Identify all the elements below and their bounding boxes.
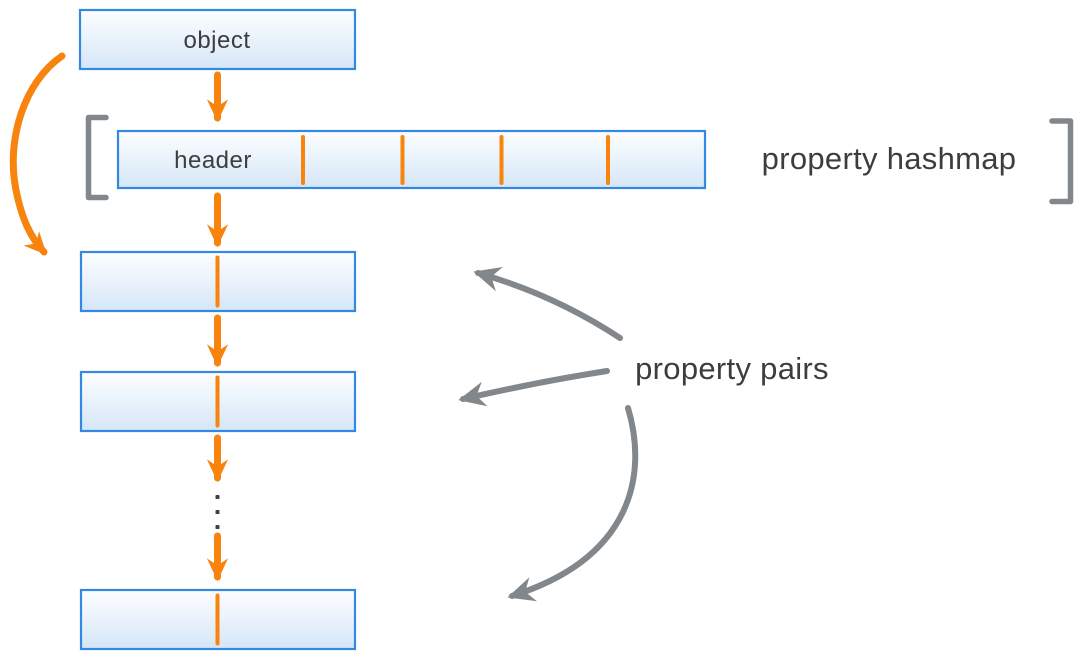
- ellipsis-dot: [215, 510, 220, 514]
- hashmap-bracket-left: [85, 114, 109, 201]
- hashmap-header-label: header: [174, 147, 252, 174]
- hashmap-caption: property hashmap: [762, 141, 1017, 176]
- curved-arrow-object-to-pair-1: [9, 52, 66, 256]
- hashmap-slot-dividers: [301, 135, 610, 185]
- ellipsis-dot: [215, 495, 220, 499]
- pairs-callout-arrow-top: [473, 266, 623, 341]
- object-box-label: object: [183, 27, 250, 54]
- pairs-callout-arrow-bottom: [507, 405, 639, 602]
- continuation-ellipsis: [215, 495, 220, 529]
- pairs-caption: property pairs: [635, 351, 829, 386]
- pairs-callout-arrow-middle: [458, 368, 610, 407]
- hashmap-bracket-right: [1049, 118, 1074, 205]
- ellipsis-dot: [215, 525, 220, 529]
- object-box: [78, 8, 357, 71]
